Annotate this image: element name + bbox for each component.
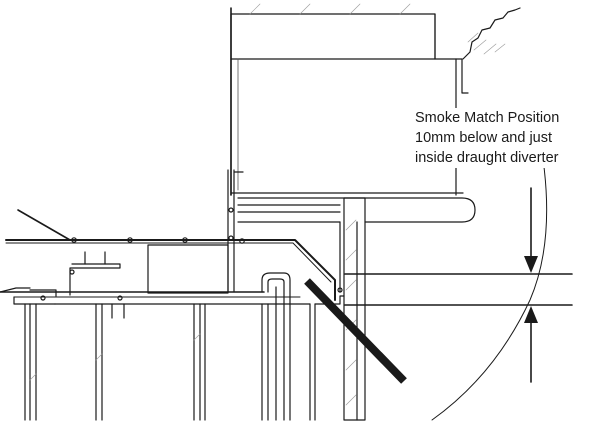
draught-diverter-clip bbox=[261, 272, 291, 421]
inner-box bbox=[147, 244, 229, 294]
callout-line-2: 10mm below and just bbox=[415, 130, 553, 146]
clip-bracket bbox=[69, 251, 121, 296]
arrow-up-icon bbox=[524, 306, 538, 323]
flue-block bbox=[230, 3, 464, 196]
mantel-moulding bbox=[237, 7, 548, 421]
brick-column bbox=[343, 197, 366, 421]
callout-line-3: inside draught diverter bbox=[415, 150, 559, 166]
arrow-down-icon bbox=[524, 256, 538, 273]
firebox-walls bbox=[24, 287, 345, 421]
dimension-lines bbox=[344, 187, 573, 383]
smoke-match-callout: Smoke Match Position 10mm below and just… bbox=[415, 108, 603, 168]
firebox-frame bbox=[0, 287, 311, 319]
canopy-hood bbox=[5, 209, 336, 301]
callout-line-1: Smoke Match Position bbox=[415, 110, 560, 126]
smoke-match bbox=[304, 278, 407, 384]
